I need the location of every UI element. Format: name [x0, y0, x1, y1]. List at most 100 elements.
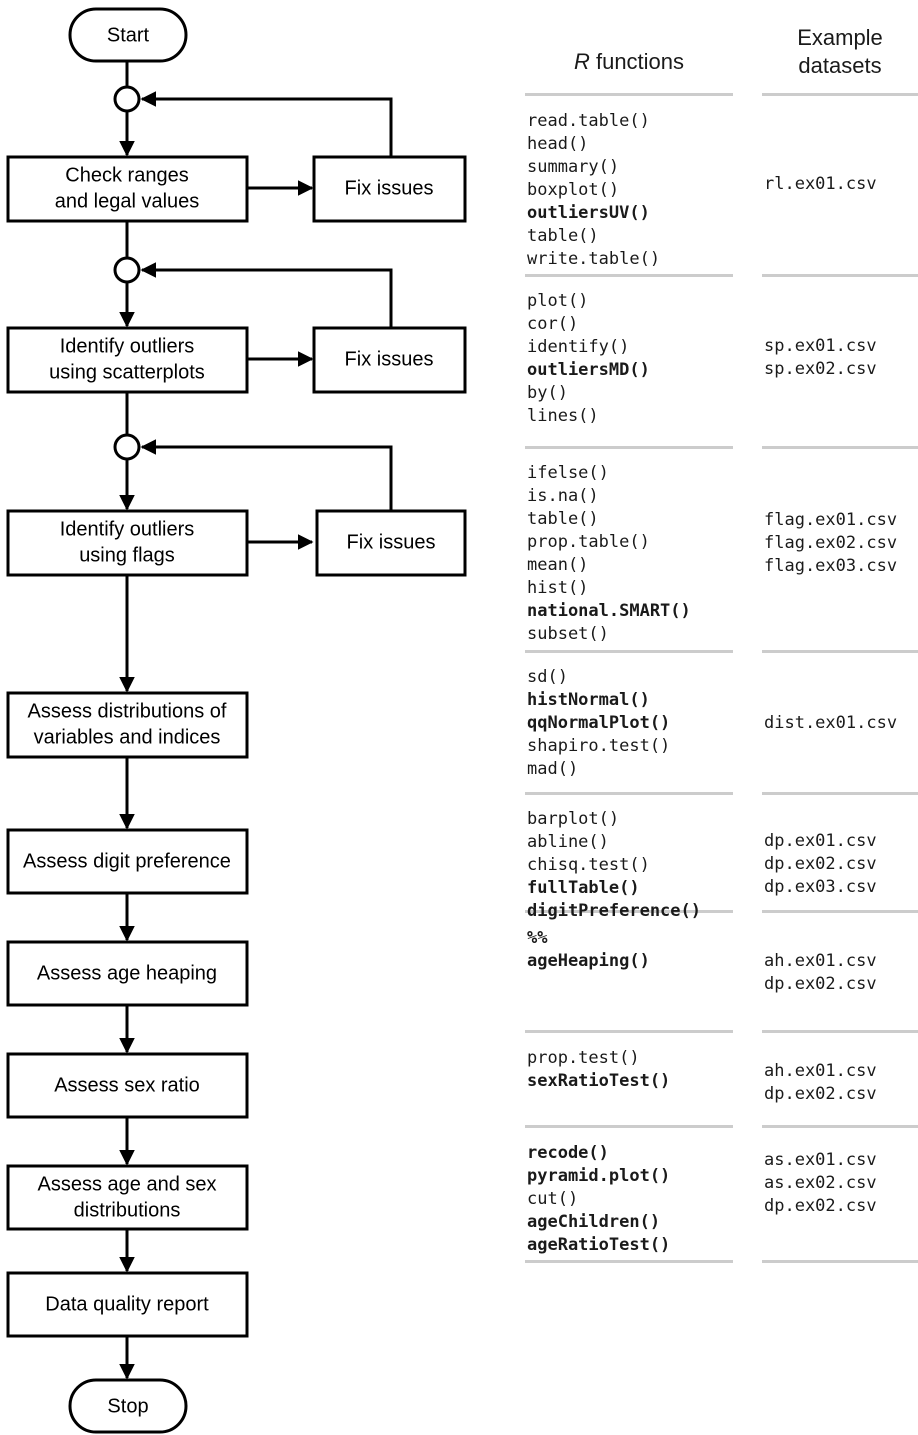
process-step-1[interactable]: Check ranges and legal values [6, 155, 249, 223]
r-italic: R [573, 49, 590, 74]
function-name: plot() [527, 291, 589, 311]
function-name: lines() [527, 406, 599, 426]
edge-fix2-to-j2 [140, 262, 393, 328]
function-name: fullTable() [527, 878, 640, 898]
function-name: by() [527, 383, 568, 403]
functions-cell-6: %% ageHeaping() [527, 927, 757, 973]
process-step-8-line-1: Assess age and sex [38, 1173, 217, 1195]
function-name: prop.table() [527, 532, 650, 552]
section-divider-5-col-2 [762, 792, 918, 795]
section-divider-8-col-1 [525, 1125, 733, 1128]
column-header-example-datasets-line2: datasets [798, 52, 882, 78]
function-name: mean() [527, 555, 589, 575]
table-column-headers: R functions Example datasets [500, 0, 918, 93]
process-step-3-line-2: using flags [79, 544, 175, 566]
section-divider-3-col-1 [525, 446, 733, 449]
function-name: outliersMD() [527, 360, 650, 380]
function-name: qqNormalPlot() [527, 713, 671, 733]
dataset-name: rl.ex01.csv [764, 174, 877, 194]
function-name: cor() [527, 314, 579, 334]
fix-issues-2[interactable]: Fix issues [312, 326, 467, 394]
function-name: %% [527, 928, 548, 948]
process-step-2-line-2: using scatterplots [49, 361, 205, 383]
function-name: sd() [527, 667, 568, 687]
function-name: ageHeaping() [527, 951, 650, 971]
function-name: pyramid.plot() [527, 1166, 671, 1186]
column-header-example-datasets: Example datasets [762, 24, 918, 79]
section-divider-6-col-1 [525, 910, 733, 913]
function-name: write.table() [527, 249, 661, 269]
process-step-6[interactable]: Assess age heaping [6, 940, 249, 1007]
stop-node[interactable]: Stop [68, 1378, 188, 1434]
function-name: digitPreference() [527, 901, 701, 921]
function-name: table() [527, 509, 599, 529]
section-divider-4-col-1 [525, 650, 733, 653]
function-name: ifelse() [527, 463, 609, 483]
edge-fix3-to-j3 [140, 439, 393, 511]
section-divider-1-col-2 [762, 93, 918, 96]
dataset-name: dp.ex01.csv [764, 831, 877, 851]
process-step-3[interactable]: Identify outliers using flags [6, 509, 249, 577]
function-name: abline() [527, 832, 609, 852]
function-name: summary() [527, 157, 620, 177]
fix-issues-1[interactable]: Fix issues [312, 155, 467, 223]
process-step-9-line-1: Data quality report [45, 1293, 209, 1315]
function-name: barplot() [527, 809, 620, 829]
function-name: outliersUV() [527, 203, 650, 223]
stop-node-label: Stop [107, 1395, 148, 1417]
process-step-2-line-1: Identify outliers [60, 335, 195, 357]
column-header-r-functions-rest: functions [589, 49, 685, 74]
fix-issues-2-label: Fix issues [345, 348, 434, 370]
process-step-4[interactable]: Assess distributions of variables and in… [6, 691, 249, 759]
dataset-name: flag.ex02.csv [764, 533, 898, 553]
dataset-name: as.ex01.csv [764, 1150, 877, 1170]
function-name: recode() [527, 1143, 609, 1163]
function-name: head() [527, 134, 589, 154]
process-step-4-line-2: variables and indices [34, 726, 221, 748]
function-name: ageRatioTest() [527, 1235, 671, 1255]
process-step-9[interactable]: Data quality report [6, 1271, 249, 1338]
junction-1 [113, 85, 141, 113]
junction-2 [113, 256, 141, 284]
function-name: cut() [527, 1189, 579, 1209]
process-step-8[interactable]: Assess age and sex distributions [6, 1164, 249, 1231]
section-divider-7-col-1 [525, 1030, 733, 1033]
function-name: subset() [527, 624, 609, 644]
process-step-7[interactable]: Assess sex ratio [6, 1052, 249, 1119]
functions-cell-7: prop.test()sexRatioTest() [527, 1047, 757, 1093]
process-step-3-line-1: Identify outliers [60, 518, 195, 540]
start-node-label: Start [107, 24, 150, 46]
start-node[interactable]: Start [68, 7, 188, 63]
fix-issues-3-label: Fix issues [347, 531, 436, 553]
junction-3 [113, 433, 141, 461]
process-step-2[interactable]: Identify outliers using scatterplots [6, 326, 249, 394]
dataset-name: ah.ex01.csv [764, 951, 877, 971]
column-header-example-datasets-line1: Example [797, 25, 883, 50]
section-divider-2-col-2 [762, 274, 918, 277]
fix-issues-3[interactable]: Fix issues [315, 509, 467, 577]
functions-cell-2: plot()cor()identify()outliersMD()by()lin… [527, 290, 757, 428]
process-step-5[interactable]: Assess digit preference [6, 828, 249, 895]
section-divider-9-col-1 [525, 1260, 733, 1263]
function-name: read.table() [527, 111, 650, 131]
dataset-name: sp.ex01.csv [764, 336, 877, 356]
flowchart-diagram: Start Check ranges and legal values Fix … [6, 7, 467, 1434]
section-divider-2-col-1 [525, 274, 733, 277]
function-name: is.na() [527, 486, 599, 506]
process-step-5-line-1: Assess digit preference [23, 850, 231, 872]
section-divider-9-col-2 [762, 1260, 918, 1263]
function-name: national.SMART() [527, 601, 691, 621]
process-step-1-line-1: Check ranges [65, 164, 188, 186]
datasets-cell-4: dist.ex01.csv [764, 712, 918, 735]
functions-cell-5: barplot() abline() chisq.test() fullTable()… [527, 808, 757, 923]
datasets-cell-1: rl.ex01.csv [764, 173, 918, 196]
function-name: chisq.test() [527, 855, 650, 875]
function-name: table() [527, 226, 599, 246]
dataset-name: dist.ex01.csv [764, 713, 898, 733]
functions-cell-4: sd()histNormal()qqNormalPlot()shapiro.te… [527, 666, 757, 781]
